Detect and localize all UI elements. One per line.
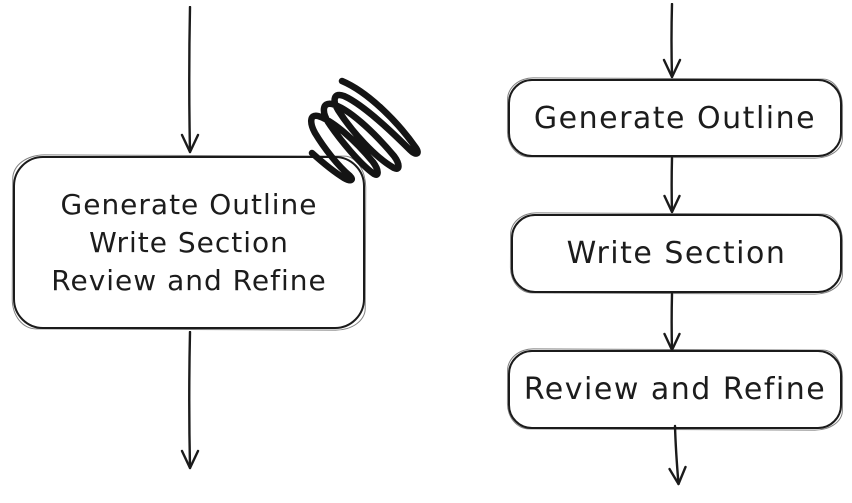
scribble-icon	[308, 77, 421, 184]
arrow-down-icon	[663, 157, 681, 214]
flow-node-combined: Generate Outline Write Section Review an…	[13, 156, 365, 329]
node-label: Generate Outline	[533, 100, 817, 136]
arrow-down-icon	[668, 424, 687, 486]
node-label: Write Section	[566, 236, 787, 271]
node-label: Review and Refine	[523, 372, 827, 407]
flow-node-generate-outline: Generate Outline	[508, 79, 842, 157]
node-text-line: Write Section	[89, 225, 289, 259]
arrow-down-icon	[180, 6, 200, 154]
node-text-line: Generate Outline	[60, 187, 318, 221]
flow-node-review-refine: Review and Refine	[508, 350, 842, 429]
flow-node-write-section: Write Section	[511, 214, 842, 293]
arrow-down-icon	[663, 293, 681, 352]
arrow-down-icon	[662, 3, 682, 79]
arrow-down-icon	[180, 331, 200, 470]
node-text-line: Review and Refine	[51, 263, 327, 297]
